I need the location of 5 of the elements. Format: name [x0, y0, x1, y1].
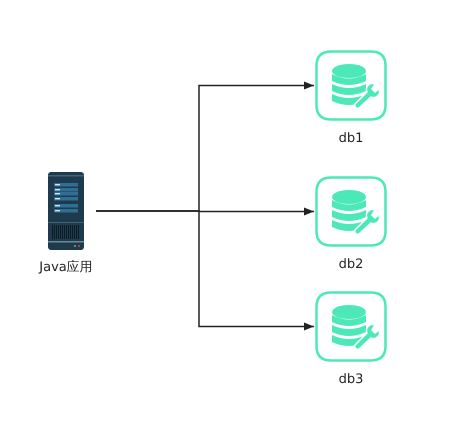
node-label: db2	[338, 257, 364, 273]
arrow	[96, 210, 314, 330]
node-label: db3	[338, 372, 364, 388]
node-label: Java应用	[39, 260, 93, 276]
node-label: db1	[338, 131, 364, 147]
